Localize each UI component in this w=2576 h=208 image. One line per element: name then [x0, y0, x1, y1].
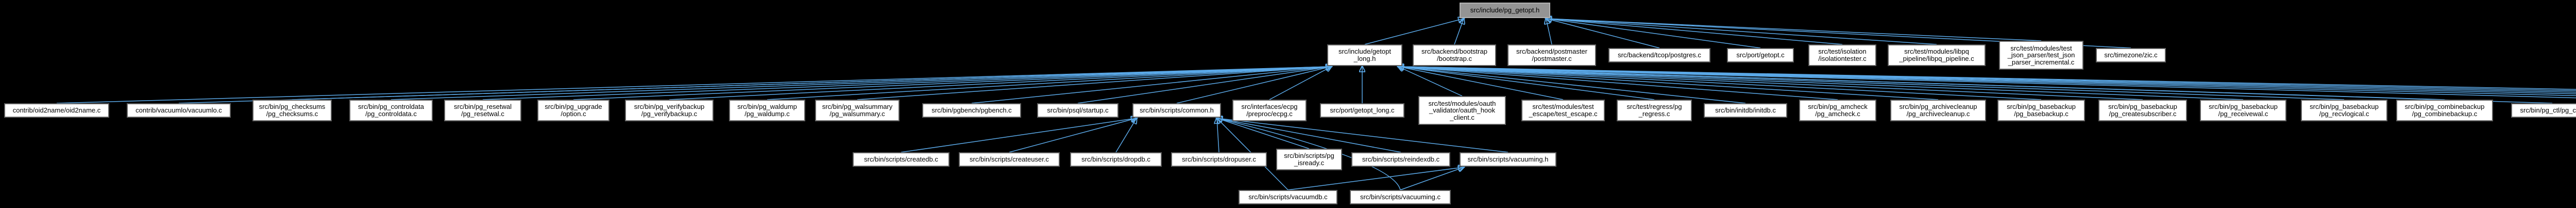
include-edge-pg-resetwal-c-to-getopt-long-h [482, 67, 1331, 100]
graph-node-pg-archivecleanup-c[interactable]: src/bin/pg_archivecleanup /pg_archivecle… [1890, 100, 1986, 121]
graph-node-pg-verifybackup-c[interactable]: src/bin/pg_verifybackup /pg_verifybackup… [625, 100, 714, 121]
graph-node-pg-getopt-h[interactable]: src/include/pg_getopt.h [1460, 3, 1550, 18]
graph-node-pg-combinebackup-c[interactable]: src/bin/pg_combinebackup /pg_combineback… [2396, 100, 2493, 121]
include-edge-bootstrap-c-to-pg-getopt-h [1454, 19, 1464, 45]
graph-node-startup-c[interactable]: src/bin/psql/startup.c [1037, 103, 1118, 118]
graph-node-oauth-hook-client-c[interactable]: src/test/modules/oauth _validator/oauth_… [1418, 96, 1506, 125]
graph-node-getopt-long-c[interactable]: src/port/getopt_long.c [1320, 103, 1404, 118]
include-edge-test-json-parser-incremental-c-to-pg-getopt-h [1546, 19, 2042, 41]
graph-node-zic-c[interactable]: src/timezone/zic.c [2096, 48, 2166, 62]
graph-node-common-h[interactable]: src/bin/scripts/common.h [1132, 103, 1221, 118]
include-edge-dropdb-c-to-common-h [1115, 118, 1137, 153]
include-edge-pg-basebackup-c-to-getopt-long-h [1398, 67, 2042, 100]
graph-node-getopt-long-h[interactable]: src/include/getopt _long.h [1327, 44, 1402, 66]
include-edge-pg-walsummary-c-to-getopt-long-h [857, 67, 1331, 100]
include-edge-pg-verifybackup-c-to-getopt-long-h [669, 67, 1331, 100]
include-edge-pg-test-timing-c-to-getopt-long-h [1398, 67, 2576, 90]
include-edge-pg-recvlogical-c-to-getopt-long-h [1398, 67, 2345, 100]
graph-node-ecpg-c[interactable]: src/interfaces/ecpg /preproc/ecpg.c [1232, 100, 1307, 121]
graph-node-pg-amcheck-c[interactable]: src/bin/pg_amcheck /pg_amcheck.c [1799, 100, 1876, 121]
include-edge-initdb-c-to-getopt-long-h [1398, 67, 1746, 104]
include-edge-isolationtester-c-to-pg-getopt-h [1546, 19, 1843, 45]
graph-node-getopt-c[interactable]: src/port/getopt.c [1727, 48, 1794, 62]
graph-node-vacuumlo-c[interactable]: contrib/vacuumlo/vacuumlo.c [127, 103, 231, 118]
include-edge-vacuuming-h-to-common-h [1217, 118, 1509, 153]
include-edge-pg-waldump-c-to-getopt-long-h [767, 67, 1331, 100]
graph-node-vacuuming-c[interactable]: src/bin/scripts/vacuuming.c [1350, 190, 1451, 204]
graph-node-pg-ctl-c[interactable]: src/bin/pg_ctl/pg_ctl.c [2511, 103, 2576, 118]
graph-node-dropdb-c[interactable]: src/bin/scripts/dropdb.c [1070, 152, 1162, 167]
graph-node-pg-isready-c[interactable]: src/bin/scripts/pg _isready.c [1276, 149, 1342, 170]
graph-node-pg-regress-c[interactable]: src/test/regress/pg _regress.c [1617, 100, 1692, 121]
include-edge-pgbench-c-to-getopt-long-h [971, 67, 1331, 104]
include-edge-test-escape-c-to-getopt-long-h [1398, 67, 1564, 100]
graph-node-pg-recvlogical-c[interactable]: src/bin/pg_basebackup /pg_recvlogical.c [2301, 100, 2387, 121]
include-edge-createuser-c-to-common-h [1009, 118, 1137, 153]
graph-node-pg-resetwal-c[interactable]: src/bin/pg_resetwal /pg_resetwal.c [444, 100, 521, 121]
graph-node-dropuser-c[interactable]: src/bin/scripts/dropuser.c [1171, 152, 1267, 167]
include-edge-pg-amcheck-c-to-getopt-long-h [1398, 67, 1838, 100]
include-edge-pg-dump-c-to-getopt-long-h [1398, 67, 2576, 99]
include-edge-startup-c-to-getopt-long-h [1077, 67, 1331, 104]
graph-node-pg-waldump-c[interactable]: src/bin/pg_waldump /pg_waldump.c [729, 100, 805, 121]
include-edge-pg-receivewal-c-to-getopt-long-h [1398, 67, 2244, 100]
include-edge-getopt-long-h-to-pg-getopt-h [1364, 19, 1464, 45]
graph-node-isolationtester-c[interactable]: src/test/isolation /isolationtester.c [1808, 44, 1876, 66]
graph-node-option-c[interactable]: src/bin/pg_upgrade /option.c [537, 100, 609, 121]
graph-node-pg-walsummary-c[interactable]: src/bin/pg_walsummary /pg_walsummary.c [815, 100, 900, 121]
graph-node-pg-receivewal-c[interactable]: src/bin/pg_basebackup /pg_receivewal.c [2200, 100, 2286, 121]
include-edge-vacuuming-c-to-common-h [1217, 118, 1401, 190]
include-edge-ecpg-c-to-getopt-long-h [1269, 67, 1331, 100]
include-edge-oauth-hook-client-c-to-getopt-long-h [1398, 67, 1463, 97]
graph-node-pg-controldata-c[interactable]: src/bin/pg_controldata /pg_controldata.c [349, 100, 433, 121]
include-edge-pg-archivecleanup-c-to-getopt-long-h [1398, 67, 1939, 100]
graph-node-pgbench-c[interactable]: src/bin/pgbench/pgbench.c [922, 103, 1021, 118]
include-edge-libpq-pipeline-c-to-pg-getopt-h [1546, 19, 1937, 45]
graph-node-createuser-c[interactable]: src/bin/scripts/createuser.c [959, 152, 1060, 167]
graph-node-libpq-pipeline-c[interactable]: src/test/modules/libpq _pipeline/libpq_p… [1888, 44, 1986, 66]
graph-node-reindexdb-c[interactable]: src/bin/scripts/reindexdb.c [1351, 152, 1450, 167]
include-edge-vacuuming-c-to-vacuuming-h [1400, 167, 1464, 190]
include-edge-reindexdb-c-to-common-h [1217, 118, 1401, 153]
graph-node-oid2name-c[interactable]: contrib/oid2name/oid2name.c [4, 103, 109, 118]
include-edge-pg-regress-c-to-getopt-long-h [1398, 67, 1655, 100]
include-edge-dropuser-c-to-common-h [1217, 118, 1219, 153]
include-edge-createdb-c-to-common-h [901, 118, 1137, 153]
include-edge-postgres-c-to-pg-getopt-h [1546, 19, 1660, 49]
include-edge-option-c-to-getopt-long-h [573, 67, 1331, 100]
include-edge-pg-checksums-c-to-getopt-long-h [292, 67, 1331, 100]
graph-node-bootstrap-c[interactable]: src/backend/bootstrap /bootstrap.c [1413, 44, 1496, 66]
include-edge-pg-controldata-c-to-getopt-long-h [391, 67, 1331, 100]
include-edge-oid2name-c-to-getopt-long-h [56, 67, 1331, 104]
include-edge-pg-ctl-c-to-getopt-long-h [1398, 67, 2553, 104]
graph-node-postmaster-c[interactable]: src/backend/postmaster /postmaster.c [1507, 44, 1596, 66]
graph-node-pg-basebackup-c[interactable]: src/bin/pg_basebackup /pg_basebackup.c [1997, 100, 2085, 121]
graph-node-vacuuming-h[interactable]: src/bin/scripts/vacuuming.h [1460, 152, 1556, 167]
graph-node-createdb-c[interactable]: src/bin/scripts/createdb.c [853, 152, 950, 167]
include-edge-postmaster-c-to-pg-getopt-h [1546, 19, 1552, 45]
include-edge-getopt-c-to-pg-getopt-h [1546, 19, 1761, 49]
graph-node-initdb-c[interactable]: src/bin/initdb/initdb.c [1704, 103, 1787, 118]
graph-node-postgres-c[interactable]: src/backend/tcop/postgres.c [1608, 48, 1710, 62]
graph-node-pg-checksums-c[interactable]: src/bin/pg_checksums /pg_checksums.c [252, 100, 332, 121]
edge-group [56, 19, 2576, 190]
graph-node-vacuumdb-c[interactable]: src/bin/scripts/vacuumdb.c [1239, 190, 1337, 204]
include-edge-common-h-to-getopt-long-h [1176, 67, 1331, 104]
graph-node-pg-createsubscriber-c[interactable]: src/bin/pg_basebackup /pg_createsubscrib… [2098, 100, 2187, 121]
graph-node-test-json-parser-incremental-c[interactable]: src/test/modules/test _json_parser/test_… [1999, 41, 2083, 70]
include-edge-pg-createsubscriber-c-to-getopt-long-h [1398, 67, 2143, 100]
include-edge-pg-isready-c-to-common-h [1217, 118, 1310, 149]
include-edge-vacuumdb-c-to-vacuuming-h [1287, 167, 1464, 190]
graph-node-test-escape-c[interactable]: src/test/modules/test _escape/test_escap… [1521, 100, 1605, 121]
